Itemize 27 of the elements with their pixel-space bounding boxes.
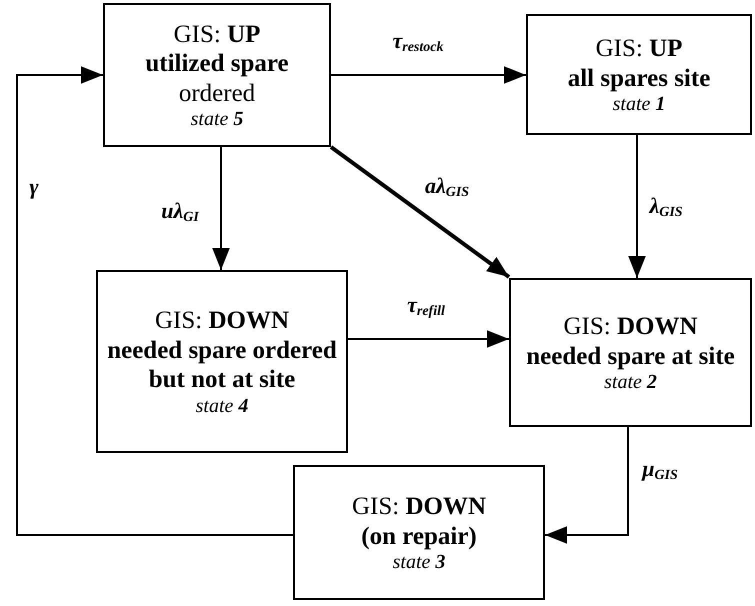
status-label: GIS: DOWN xyxy=(352,492,486,522)
state-box xyxy=(509,278,752,427)
arrow xyxy=(330,145,510,279)
arrow xyxy=(212,147,230,270)
state-description: all spares site xyxy=(568,64,710,93)
state-description: utilized spare ordered xyxy=(144,49,290,108)
status-label: GIS: UP xyxy=(596,34,682,64)
state-number: state 4 xyxy=(196,394,248,417)
arrow xyxy=(331,66,526,84)
state-number: state 1 xyxy=(612,93,666,115)
arrow xyxy=(16,66,293,536)
state-number: state 2 xyxy=(604,371,657,393)
arrow xyxy=(628,135,646,278)
state-description: needed spare at site xyxy=(526,342,735,371)
state-description: (on repair) xyxy=(361,522,477,551)
arrow xyxy=(348,330,509,348)
state-description: needed spare ordered but not at site xyxy=(106,336,338,395)
status-label: GIS: DOWN xyxy=(563,312,698,342)
state-box xyxy=(526,14,752,135)
status-label: GIS: DOWN xyxy=(154,306,290,336)
state-box xyxy=(103,3,331,147)
arrow xyxy=(545,427,629,544)
state-number: state 5 xyxy=(190,108,244,130)
state-box xyxy=(293,465,545,600)
status-label: GIS: UP xyxy=(174,20,260,50)
state-number: state 3 xyxy=(392,551,446,573)
state-box xyxy=(96,270,348,453)
